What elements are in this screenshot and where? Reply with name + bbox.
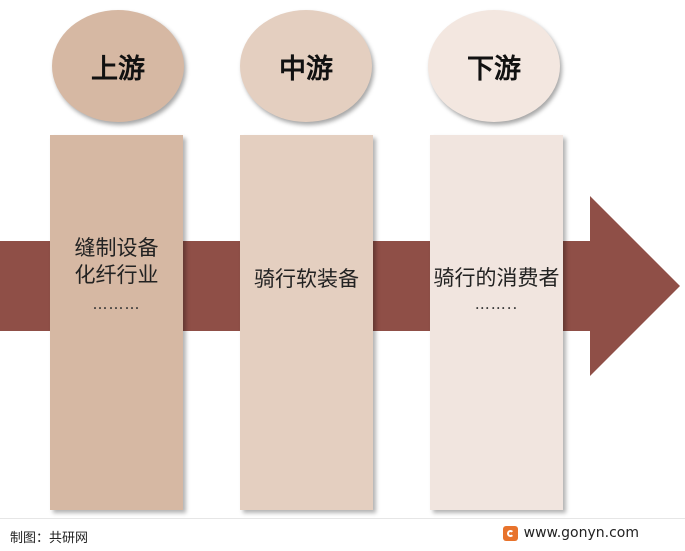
stage-midstream-items: 骑行软装备 <box>254 267 359 291</box>
stage-upstream-label: 上游 <box>91 53 145 85</box>
footer-source: 制图：共研网 <box>10 531 89 546</box>
gonyn-logo-icon <box>502 525 518 541</box>
stage-downstream-more: …….. <box>474 295 519 313</box>
stage-midstream-column: 骑行软装备 <box>240 135 373 510</box>
stage-upstream-items: 缝制设备 化纤行业 <box>74 236 159 288</box>
stage-downstream-circle: 下游 <box>428 10 560 122</box>
stage-upstream-column: 缝制设备 化纤行业 ……… <box>50 135 183 510</box>
stage-downstream-items: 骑行的消费者 <box>433 266 560 290</box>
stage-downstream-column: 骑行的消费者 …….. <box>430 135 563 510</box>
footer-website: www.gonyn.com <box>523 525 639 541</box>
stage-midstream-label: 中游 <box>279 53 333 85</box>
stage-upstream-more: ……… <box>92 295 141 313</box>
stage-midstream-circle: 中游 <box>240 10 372 122</box>
stage-downstream-label: 下游 <box>467 53 521 85</box>
stage-upstream-circle: 上游 <box>52 10 184 122</box>
footer-divider <box>0 518 685 519</box>
footer-website-block: www.gonyn.com <box>502 525 639 541</box>
